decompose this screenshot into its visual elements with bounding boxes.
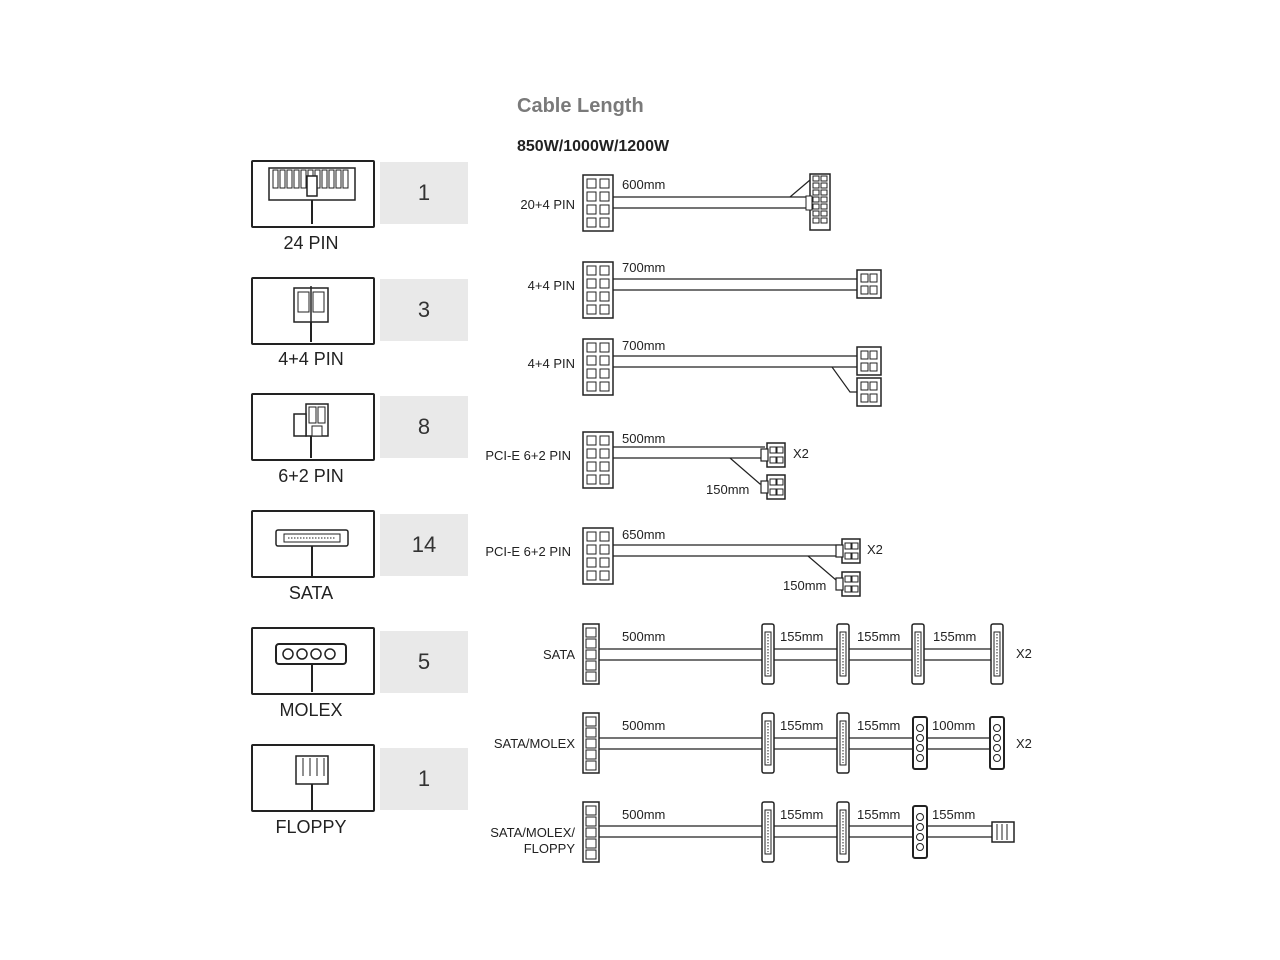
- length-label: 500mm: [622, 807, 665, 822]
- cable-20plus4: 600mm 20+4 PIN: [520, 173, 831, 232]
- length-label: 650mm: [622, 527, 665, 542]
- cable-label: FLOPPY: [524, 841, 576, 856]
- length-label: 700mm: [622, 260, 665, 275]
- cable-label: SATA/MOLEX/: [490, 825, 575, 840]
- multiplier-label: X2: [1016, 736, 1032, 751]
- connector-name: 24 PIN: [283, 233, 339, 253]
- length-label: 500mm: [622, 718, 665, 733]
- multiplier-label: X2: [793, 446, 809, 461]
- cable-label: PCI-E 6+2 PIN: [485, 544, 571, 559]
- diagram-title: Cable Length: [517, 95, 644, 117]
- connector-count: 1: [380, 748, 468, 810]
- molex-glyph: [275, 643, 347, 692]
- cable-sata-molex-floppy: 500mm 155mm 155mm 155mm SATA/MOLEX/ FLOP…: [490, 801, 1015, 863]
- length-label: 155mm: [857, 718, 900, 733]
- length-label: 600mm: [622, 177, 665, 192]
- length-label: 500mm: [622, 629, 665, 644]
- connector-count: 8: [380, 396, 468, 458]
- floppy-glyph: [295, 755, 329, 810]
- connector-name: 6+2 PIN: [278, 466, 344, 486]
- length-label: 155mm: [780, 718, 823, 733]
- cable-eps-2: 700mm 4+4 PIN: [528, 338, 882, 407]
- cable-sata-molex: 500mm 155mm 155mm 100mm X2 SATA/MOLEX: [494, 712, 1032, 774]
- multiplier-label: X2: [1016, 646, 1032, 661]
- wattage-subtitle: 850W/1000W/1200W: [517, 138, 670, 155]
- cable-label: PCI-E 6+2 PIN: [485, 448, 571, 463]
- length-label: 150mm: [783, 578, 826, 593]
- length-label: 155mm: [857, 807, 900, 822]
- cable-label: SATA/MOLEX: [494, 736, 575, 751]
- length-label: 155mm: [932, 807, 975, 822]
- connector-count: 3: [380, 279, 468, 341]
- cable-label: SATA: [543, 647, 575, 662]
- cable-pcie-1: 500mm 150mm X2 PCI-E 6+2 PIN: [485, 431, 809, 500]
- eps-glyph: [293, 286, 329, 342]
- multiplier-label: X2: [867, 542, 883, 557]
- length-label: 155mm: [933, 629, 976, 644]
- cable-label: 4+4 PIN: [528, 356, 575, 371]
- connector-count: 14: [380, 514, 468, 576]
- length-label: 150mm: [706, 482, 749, 497]
- cable-label: 4+4 PIN: [528, 278, 575, 293]
- sata-glyph: [275, 529, 349, 576]
- length-label: 155mm: [780, 807, 823, 822]
- connector-count: 5: [380, 631, 468, 693]
- connector-name: 4+4 PIN: [278, 349, 344, 369]
- connector-name: SATA: [288, 583, 334, 603]
- length-label: 500mm: [622, 431, 665, 446]
- connector-name: FLOPPY: [275, 817, 347, 837]
- cable-pcie-2: 650mm 150mm X2 PCI-E 6+2 PIN: [485, 527, 883, 597]
- connector-count: 1: [380, 162, 468, 224]
- cable-eps-1: 700mm 4+4 PIN: [528, 260, 882, 319]
- atx-24pin-glyph: [268, 167, 356, 224]
- length-label: 155mm: [780, 629, 823, 644]
- cable-sata: 500mm 155mm 155mm 155mm X2 SATA: [543, 623, 1032, 685]
- length-label: 700mm: [622, 338, 665, 353]
- pcie-glyph: [293, 403, 329, 458]
- length-label: 155mm: [857, 629, 900, 644]
- cable-label: 20+4 PIN: [520, 197, 575, 212]
- connector-name: MOLEX: [279, 700, 343, 720]
- length-label: 100mm: [932, 718, 975, 733]
